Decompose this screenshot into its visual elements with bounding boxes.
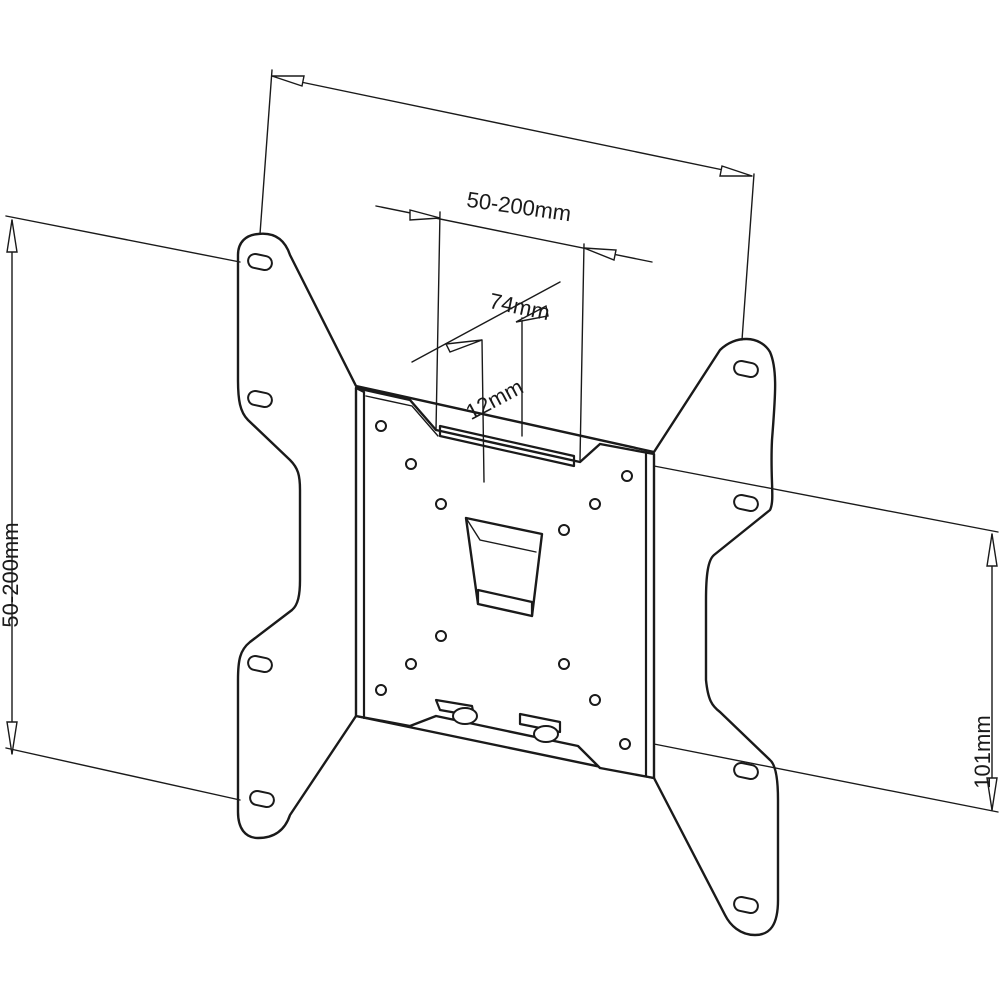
plate-hole [435,630,447,642]
dim-left-height: 50-200mm [0,215,241,801]
locking-tab-inner [476,588,534,618]
clamp-knob-left [452,707,478,725]
outer-slot-top-left [247,252,273,272]
dim-arrow [6,219,18,253]
plate-hole [558,524,570,536]
dim-top-width [259,69,755,341]
plate-hole [589,694,601,706]
plate-left-edge [354,386,366,720]
plate-hole [619,738,631,750]
clamp-knob-right [533,725,559,743]
dim-arrow [444,339,483,353]
dim-upper-width-label: 50-200mm [465,187,573,226]
dim-right-height-label: 101mm [970,715,995,788]
locking-tab-fold [465,517,537,553]
plate-top-lip [365,395,439,437]
dim-arrow [719,165,753,177]
outer-slot-left-lower [247,654,273,674]
plate-hole [375,684,387,696]
plate-hole [589,498,601,510]
outer-slot-top-right [733,359,759,379]
outer-slot-right-lower [733,761,759,781]
dim-arrow [271,75,305,87]
plate-hole [405,458,417,470]
plate-hole [621,470,633,482]
plate-hole [558,658,570,670]
plate-hole [405,658,417,670]
dim-left-height-label: 50-200mm [0,522,23,627]
dim-right-height: 101mm [653,465,999,813]
dim-arrow [6,721,18,755]
top-slot-ledge [438,424,576,468]
outer-slot-right-upper [733,493,759,513]
plate-hole [375,420,387,432]
bottom-clamp [434,698,562,743]
dim-arrow [409,209,441,221]
dim-arrow [583,247,617,261]
plate-screw-holes [375,420,633,750]
outer-slot-left-upper [247,389,273,409]
outer-slot-bottom-left [249,789,275,809]
dim-slot-width: 74mm [411,281,561,483]
outer-slot-bottom-right [733,895,759,915]
dim-arrow [515,304,549,323]
dim-arrow [986,777,998,811]
dim-arrow [986,533,998,567]
plate-hole [435,498,447,510]
